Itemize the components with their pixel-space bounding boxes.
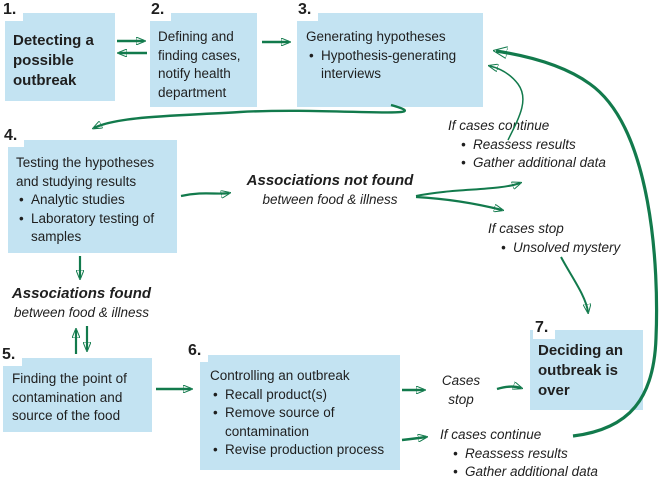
arrow-unsolved-mystery-to-box7	[560, 256, 588, 312]
box-title: Defining and finding cases, notify healt…	[158, 29, 241, 100]
arrow-box4-to-associations-not-found	[180, 193, 229, 196]
arrow-not-found-to-if-cases-stop	[415, 195, 502, 210]
arrow-box6-to-if-cases-continue	[401, 437, 426, 440]
note-label: If cases continue	[448, 118, 550, 133]
box-title: Deciding an outbreak is over	[538, 342, 624, 399]
note-if-cases-continue-top: If cases continue Reassess results Gathe…	[448, 117, 628, 173]
box-bullet: Recall product(s)	[210, 386, 394, 405]
note-bullet: Reassess results	[450, 445, 630, 464]
note-bullet: Reassess results	[458, 136, 628, 155]
note-line: stop	[448, 391, 474, 407]
box-title: Finding the point of contamination and s…	[12, 371, 127, 423]
note-if-cases-continue-bottom: If cases continue Reassess results Gathe…	[440, 426, 630, 482]
box-bullet: Revise production process	[210, 441, 394, 460]
note-line: Associations found	[11, 285, 152, 302]
box-title: Testing the hypotheses and studying resu…	[16, 155, 155, 189]
box-bullet: Laboratory testing of samples	[16, 210, 173, 247]
box-title: Controlling an outbreak	[210, 368, 350, 383]
note-associations-not-found: Associations not found between food & il…	[237, 172, 423, 209]
box-defining-finding-cases: Defining and finding cases, notify healt…	[150, 13, 257, 107]
box-title: Detecting a possible outbreak	[13, 32, 94, 89]
box-generating-hypotheses: Generating hypotheses Hypothesis-generat…	[297, 13, 483, 107]
note-if-cases-stop: If cases stop Unsolved mystery	[488, 220, 648, 257]
box-deciding-outbreak-over: Deciding an outbreak is over	[530, 330, 643, 410]
step-number-4: 4.	[2, 126, 25, 147]
step-number-3: 3.	[296, 0, 319, 21]
note-line: between food & illness	[13, 304, 150, 320]
arrow-box3-to-box4	[94, 103, 407, 128]
note-line: between food & illness	[262, 191, 398, 207]
note-label: If cases continue	[440, 427, 542, 442]
box-bullet: Remove source of contamination	[210, 404, 394, 441]
arrow-cases-stop-to-box7	[496, 387, 521, 391]
step-number-7: 7.	[533, 318, 556, 339]
box-detecting-outbreak: Detecting a possible outbreak	[5, 13, 115, 101]
box-controlling-outbreak: Controlling an outbreak Recall product(s…	[200, 355, 400, 470]
step-number-1: 1.	[1, 0, 24, 21]
note-bullet: Unsolved mystery	[498, 239, 648, 258]
step-number-6: 6.	[186, 341, 209, 362]
box-bullet: Hypothesis-generating interviews	[306, 47, 477, 84]
note-label: If cases stop	[488, 221, 564, 236]
box-bullet: Analytic studies	[16, 191, 173, 210]
note-bullet: Gather additional data	[450, 463, 630, 482]
note-line: Associations not found	[246, 172, 414, 189]
step-number-2: 2.	[149, 0, 172, 21]
note-line: Cases	[441, 373, 481, 388]
arrow-not-found-to-if-cases-continue	[415, 183, 520, 197]
step-number-5: 5.	[0, 345, 23, 366]
note-bullet: Gather additional data	[458, 154, 628, 173]
box-title: Generating hypotheses	[306, 29, 446, 44]
box-finding-contamination-point: Finding the point of contamination and s…	[3, 358, 152, 432]
box-testing-hypotheses: Testing the hypotheses and studying resu…	[8, 140, 177, 253]
note-cases-stop: Cases stop	[430, 372, 492, 409]
note-associations-found: Associations found between food & illnes…	[0, 285, 163, 322]
